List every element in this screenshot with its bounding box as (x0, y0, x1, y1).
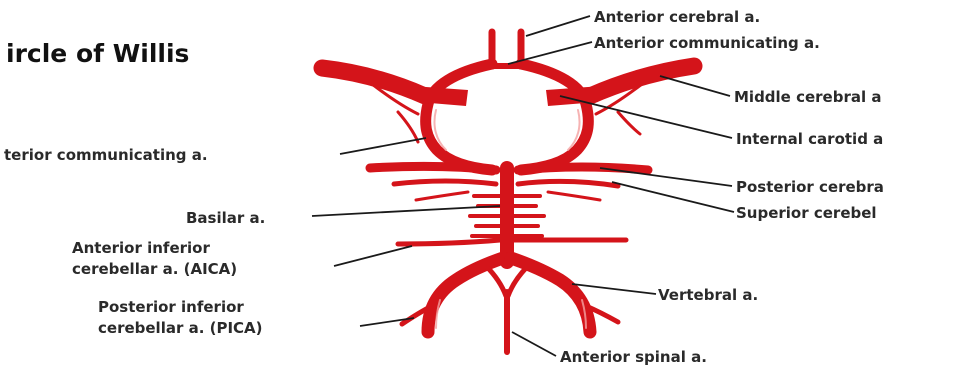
superior-cerebellar-sub-right (548, 192, 600, 200)
label-anterior-communicating: Anterior communicating a. (594, 34, 820, 52)
diagram-title: ircle of Willis (6, 39, 189, 68)
superior-cerebellar-artery-right (518, 181, 618, 186)
anterior-spinal-artery-right-root (508, 266, 528, 296)
posterior-cerebral-artery-right (518, 167, 648, 170)
leader-middle-cerebral (660, 76, 730, 96)
arteries (322, 32, 694, 352)
label-aica-line1: Anterior inferior (72, 239, 210, 257)
label-anterior-cerebral: Anterior cerebral a. (594, 8, 760, 26)
label-posterior-cerebral: Posterior cerebra (736, 178, 884, 196)
superior-cerebellar-sub-left (416, 192, 468, 200)
label-posterior-communicating: terior communicating a. (4, 146, 208, 164)
label-anterior-spinal: Anterior spinal a. (560, 348, 707, 366)
leader-superior-cerebellar (612, 182, 734, 212)
label-pica-line2: cerebellar a. (PICA) (98, 319, 263, 337)
superior-cerebellar-artery-left (394, 181, 496, 184)
mca-branch-left-2 (398, 112, 418, 142)
circle-right-arc (521, 64, 588, 170)
label-internal-carotid: Internal carotid a (736, 130, 883, 148)
posterior-cerebral-artery-left (370, 166, 496, 170)
label-vertebral: Vertebral a. (658, 286, 758, 304)
anterior-spinal-artery-left-root (486, 266, 506, 296)
label-aica-line2: cerebellar a. (AICA) (72, 260, 237, 278)
label-pica-line1: Posterior inferior (98, 298, 244, 316)
leader-anterior-spinal (512, 332, 556, 356)
leader-vertebral (572, 284, 656, 294)
label-middle-cerebral: Middle cerebral a (734, 88, 881, 106)
leader-posterior-communicating (340, 138, 426, 154)
middle-cerebral-artery-left (322, 68, 425, 96)
leader-anterior-cerebral (526, 16, 590, 36)
label-superior-cerebellar: Superior cerebel (736, 204, 877, 222)
aica-left (398, 240, 500, 244)
label-basilar: Basilar a. (186, 209, 265, 227)
leader-aica (334, 246, 412, 266)
